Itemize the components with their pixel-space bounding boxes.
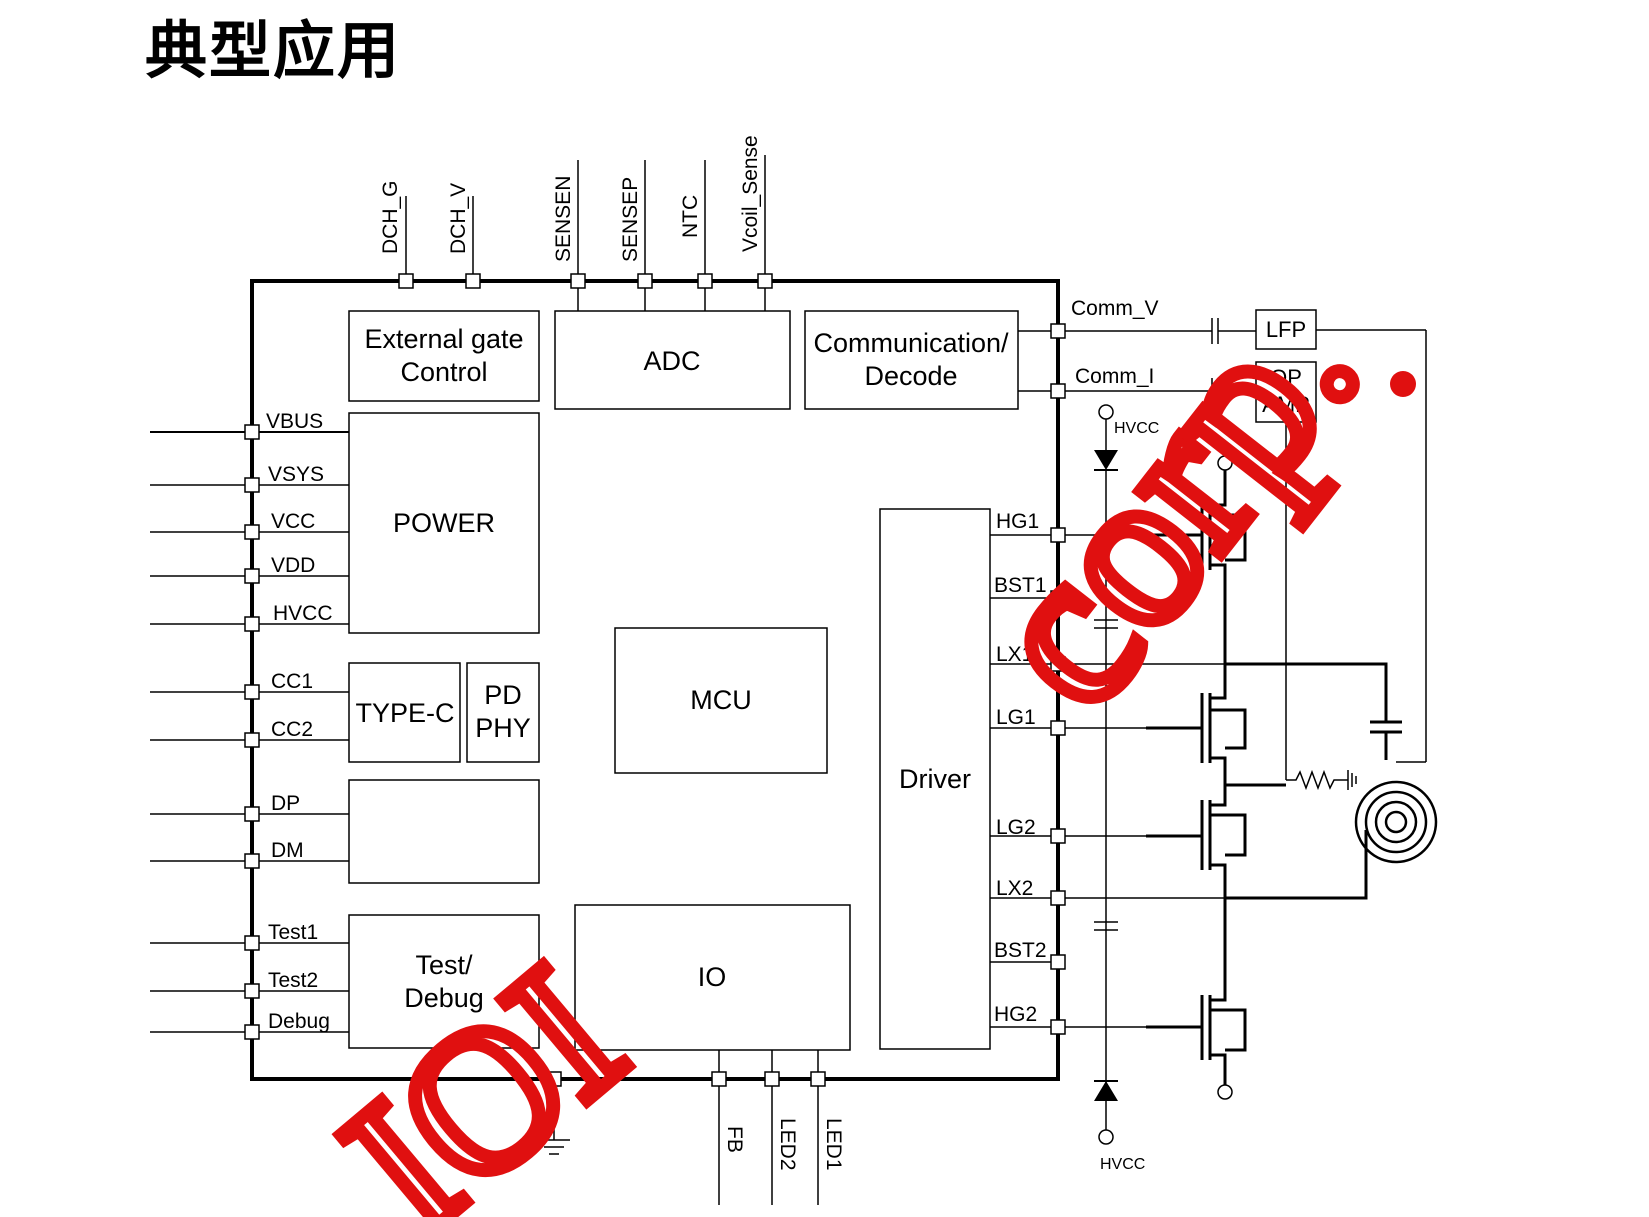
block-pd-phy bbox=[466, 662, 540, 763]
pin-lg2: LG2 bbox=[996, 816, 1036, 839]
pin-lg1: LG1 bbox=[996, 706, 1036, 729]
pin-ntc: NTC bbox=[679, 195, 702, 238]
pin-vcoil-sense: Vcoil_Sense bbox=[739, 135, 762, 252]
pin-vbus: VBUS bbox=[266, 410, 323, 433]
hvcc-top-label: HVCC bbox=[1114, 420, 1159, 437]
pd-label-2: PHY bbox=[475, 713, 531, 743]
pin-hg2: HG2 bbox=[994, 1003, 1037, 1026]
watermark-corp: corp. bbox=[936, 248, 1403, 750]
pin-hg1: HG1 bbox=[996, 510, 1039, 533]
block-communication bbox=[804, 310, 1019, 410]
opamp-label-1: OP bbox=[1270, 365, 1302, 390]
pin-bst1: BST1 bbox=[994, 574, 1047, 597]
block-external-gate bbox=[348, 310, 540, 402]
lfp-label: LFP bbox=[1266, 317, 1306, 342]
ext-gate-label-2: Control bbox=[400, 357, 487, 387]
pin-debug: Debug bbox=[268, 1010, 330, 1033]
pin-bst2: BST2 bbox=[994, 939, 1047, 962]
comm-label-2: Decode bbox=[864, 361, 957, 391]
pin-vdd: VDD bbox=[271, 554, 315, 577]
watermark: corp. IOI bbox=[299, 241, 1416, 1217]
block-adc bbox=[554, 310, 791, 410]
chip-outline bbox=[250, 279, 1060, 1081]
block-mcu bbox=[614, 627, 828, 774]
pin-dp: DP bbox=[271, 792, 300, 815]
pin-cc2: CC2 bbox=[271, 718, 313, 741]
test-label-2: Debug bbox=[404, 983, 484, 1013]
power-label: POWER bbox=[393, 508, 495, 538]
driver-label: Driver bbox=[899, 764, 971, 794]
comm-label-1: Communication/ bbox=[813, 328, 1009, 358]
coil-icon bbox=[1354, 780, 1438, 864]
adc-label: ADC bbox=[643, 346, 700, 376]
block-unlabeled bbox=[348, 779, 540, 884]
block-io bbox=[574, 904, 851, 1051]
block-power bbox=[348, 412, 540, 634]
pin-sensen: SENSEN bbox=[552, 176, 575, 262]
pin-hvcc: HVCC bbox=[273, 602, 333, 625]
mcu-label: MCU bbox=[690, 685, 752, 715]
pin-comm-v: Comm_V bbox=[1071, 297, 1159, 320]
watermark-ioi: IOI bbox=[306, 926, 661, 1217]
pin-vcc: VCC bbox=[271, 510, 315, 533]
page-title: 典型应用 bbox=[145, 14, 402, 87]
pin-dm: DM bbox=[271, 839, 304, 862]
pin-lx1: LX1 bbox=[996, 643, 1033, 666]
pin-sensep: SENSEP bbox=[619, 177, 642, 262]
typec-label: TYPE-C bbox=[355, 698, 454, 728]
pin-vsys: VSYS bbox=[268, 463, 324, 486]
pin-lx2: LX2 bbox=[996, 877, 1033, 900]
pd-label-1: PD bbox=[484, 680, 522, 710]
test-label-1: Test/ bbox=[415, 950, 473, 980]
pin-dch-g: DCH_G bbox=[379, 180, 402, 254]
block-test-debug bbox=[348, 914, 540, 1049]
opamp-label-2: AMP bbox=[1262, 392, 1310, 417]
pin-led2: LED2 bbox=[776, 1118, 799, 1171]
pin-fb: FB bbox=[723, 1126, 746, 1153]
pin-cc1: CC1 bbox=[271, 670, 313, 693]
pin-comm-i: Comm_I bbox=[1075, 365, 1154, 388]
ext-gate-label-1: External gate bbox=[364, 324, 523, 354]
pin-test2: Test2 bbox=[268, 969, 318, 992]
pin-dch-v: DCH_V bbox=[447, 183, 470, 254]
pin-led1: LED1 bbox=[822, 1118, 845, 1171]
pin-test1: Test1 bbox=[268, 921, 318, 944]
block-driver bbox=[879, 508, 991, 1050]
io-label: IO bbox=[698, 962, 727, 992]
block-typec bbox=[348, 662, 461, 763]
hvcc-bottom-label: HVCC bbox=[1100, 1156, 1145, 1173]
